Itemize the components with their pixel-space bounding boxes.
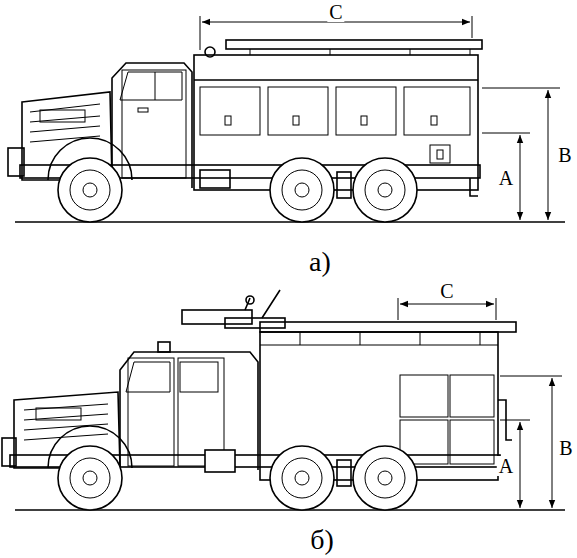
- drawing-stroke: [548, 90, 549, 220]
- truck-a: [8, 16, 565, 222]
- drawing-stroke: [282, 458, 322, 498]
- drawing-stroke: [282, 170, 322, 210]
- drawing-stroke: [138, 108, 148, 112]
- drawing-stroke: [361, 116, 367, 125]
- drawing-stroke: [83, 471, 97, 485]
- figure-label: а): [307, 248, 333, 276]
- drawing-stroke: [365, 458, 405, 498]
- drawing-stroke: [30, 104, 100, 142]
- drawing-stroke: [470, 178, 478, 196]
- drawing-stroke: [300, 332, 480, 345]
- dimension-letter: C: [327, 2, 344, 22]
- drawing-stroke: [450, 420, 494, 464]
- drawing-stroke: [437, 150, 443, 159]
- drawing-stroke: [365, 170, 405, 210]
- drawing-stroke: [482, 133, 530, 134]
- drawing-stroke: [200, 170, 230, 188]
- figure-label: б): [308, 526, 336, 554]
- drawing-stroke: [398, 298, 399, 320]
- drawing-stroke: [353, 158, 417, 222]
- drawing-stroke: [200, 87, 260, 135]
- drawing-stroke: [337, 172, 351, 198]
- drawing-stroke: [450, 375, 494, 417]
- drawing-stroke: [293, 116, 299, 125]
- drawing-stroke: [205, 47, 215, 57]
- truck-b: [2, 290, 565, 510]
- drawing-stroke: [70, 458, 110, 498]
- drawing-stroke: [246, 296, 254, 304]
- drawing-stroke: [120, 72, 182, 100]
- drawing-stroke: [268, 87, 328, 135]
- drawing-stroke: [378, 471, 392, 485]
- drawing-stroke: [70, 170, 110, 210]
- drawing-stroke: [496, 298, 497, 320]
- drawing-stroke: [158, 342, 170, 352]
- drawing-stroke: [180, 362, 218, 392]
- drawing-stroke: [24, 404, 108, 440]
- drawing-stroke: [126, 362, 170, 392]
- drawing-stroke: [520, 135, 521, 220]
- drawing-stroke: [36, 408, 81, 420]
- dimension-letter: A: [497, 168, 515, 188]
- drawing-stroke: [482, 88, 560, 89]
- drawing-stroke: [431, 116, 437, 125]
- dimension-letter: B: [556, 145, 573, 165]
- dimension-letter: A: [497, 456, 515, 476]
- drawing-stroke: [260, 345, 498, 346]
- drawing-stroke: [430, 145, 450, 163]
- drawing-stroke: [83, 183, 97, 197]
- drawing-stroke: [400, 375, 448, 417]
- drawing-stroke: [194, 79, 478, 81]
- drawing-stroke: [270, 158, 334, 222]
- drawing-stroke: [472, 16, 473, 38]
- drawing-stroke: [226, 40, 482, 49]
- drawing-stroke: [120, 352, 258, 470]
- drawing-stroke: [500, 420, 530, 421]
- drawing-stroke: [122, 70, 186, 178]
- drawing-stroke: [337, 460, 351, 486]
- drawing-stroke: [260, 322, 516, 332]
- drawing-stroke: [378, 183, 392, 197]
- drawing-stroke: [40, 110, 85, 122]
- drawing-stroke: [250, 49, 470, 55]
- drawing-stroke: [200, 16, 201, 50]
- drawing-stroke: [270, 446, 334, 510]
- drawing-stroke: [128, 358, 174, 466]
- drawing-stroke: [400, 304, 494, 305]
- drawing-stroke: [336, 87, 396, 135]
- drawing-stroke: [155, 72, 156, 100]
- drawing-stroke: [520, 422, 521, 508]
- drawing-stroke: [552, 378, 553, 508]
- drawing-stroke: [353, 446, 417, 510]
- drawing-stroke: [58, 446, 122, 510]
- drawing-stroke: [182, 310, 252, 324]
- drawing-stroke: [112, 63, 192, 188]
- drawing-stroke: [245, 290, 280, 318]
- dimension-letter: B: [557, 438, 574, 458]
- drawing-stroke: [295, 471, 309, 485]
- dimension-letter: C: [438, 281, 455, 301]
- drawing-stroke: [295, 183, 309, 197]
- drawing-stroke: [500, 376, 562, 377]
- drawing-stroke: [404, 87, 470, 135]
- drawing-stroke: [58, 158, 122, 222]
- drawing-stroke: [225, 318, 285, 328]
- drawing-stroke: [225, 116, 231, 125]
- drawing-stroke: [194, 55, 478, 190]
- drawing-stroke: [205, 450, 235, 472]
